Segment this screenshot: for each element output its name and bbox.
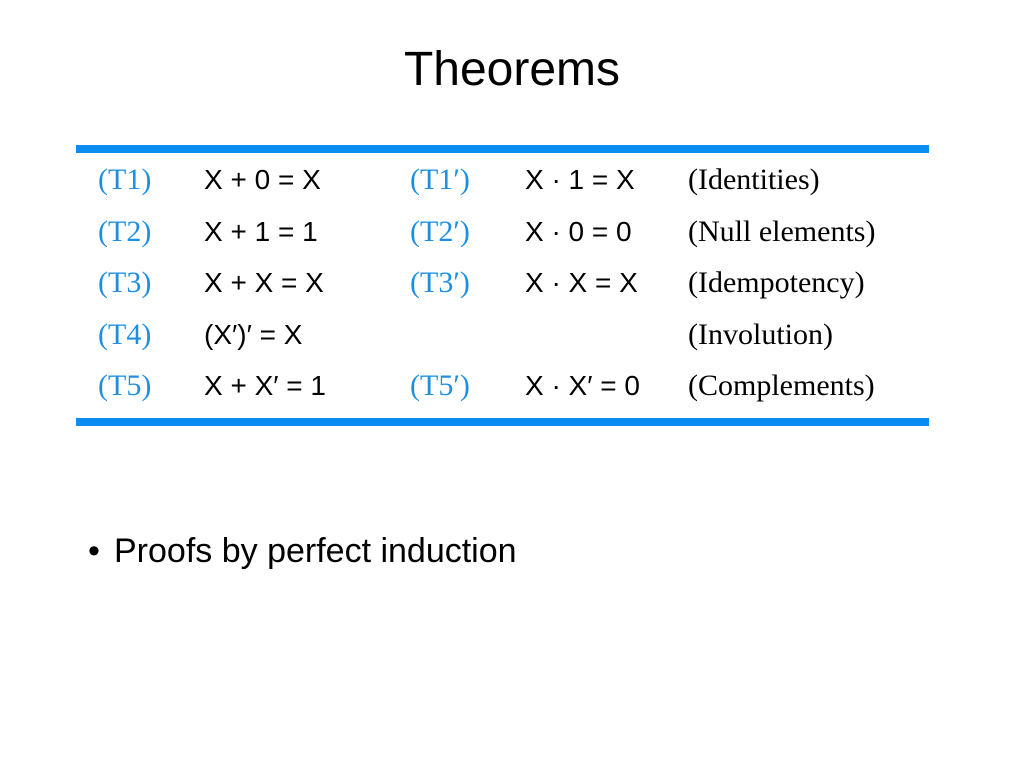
dual-theorem-label: (T2′) bbox=[410, 214, 470, 248]
theorem-name: (Idempotency) bbox=[688, 266, 865, 299]
theorem-name: (Null elements) bbox=[688, 214, 876, 248]
theorem-label: (T5) bbox=[98, 369, 152, 402]
theorem-name: (Complements) bbox=[688, 369, 875, 402]
theorem-label: (T4) bbox=[98, 317, 152, 351]
theorem-row-t4: (T4) (X′)′ = X (Involution) bbox=[76, 310, 929, 362]
theorem-expression: (X′)′ = X bbox=[204, 318, 303, 350]
slide-title: Theorems bbox=[403, 43, 621, 96]
theorem-label: (T2) bbox=[98, 214, 152, 248]
bullet-marker: • bbox=[88, 532, 100, 570]
dual-theorem-label: (T1′) bbox=[410, 163, 470, 196]
theorem-row-t2: (T2) X + 1 = 1 (T2′) X · 0 = 0 (Null ele… bbox=[76, 207, 929, 259]
theorem-name: (Involution) bbox=[688, 317, 833, 351]
theorem-table: (T1) X + 0 = X (T1′) X · 1 = X (Identiti… bbox=[76, 155, 929, 413]
table-bottom-rule bbox=[76, 418, 929, 426]
bullet-list: • Proofs by perfect induction bbox=[88, 526, 517, 576]
theorem-row-t3: (T3) X + X = X (T3′) X · X = X (Idempote… bbox=[76, 258, 929, 310]
dual-theorem-label: (T5′) bbox=[410, 369, 470, 402]
theorem-row-t1: (T1) X + 0 = X (T1′) X · 1 = X (Identiti… bbox=[76, 155, 929, 207]
theorem-expression: X + 0 = X bbox=[204, 164, 321, 195]
dual-theorem-expression: X · 1 = X bbox=[525, 164, 635, 195]
theorem-name: (Identities) bbox=[688, 163, 820, 196]
theorem-row-t5: (T5) X + X′ = 1 (T5′) X · X′ = 0 (Comple… bbox=[76, 361, 929, 413]
dual-theorem-label: (T3′) bbox=[410, 266, 470, 299]
theorem-expression: X + X′ = 1 bbox=[204, 370, 326, 401]
theorem-label: (T3) bbox=[98, 266, 152, 299]
dual-theorem-expression: X · X′ = 0 bbox=[525, 370, 640, 401]
theorem-expression: X + 1 = 1 bbox=[204, 215, 318, 247]
dual-theorem-expression: X · 0 = 0 bbox=[525, 215, 632, 247]
bullet-item: • Proofs by perfect induction bbox=[88, 526, 517, 576]
theorem-expression: X + X = X bbox=[204, 267, 324, 298]
table-top-rule bbox=[76, 145, 929, 153]
dual-theorem-expression: X · X = X bbox=[525, 267, 638, 298]
theorem-label: (T1) bbox=[98, 163, 152, 196]
bullet-text: Proofs by perfect induction bbox=[114, 532, 517, 570]
